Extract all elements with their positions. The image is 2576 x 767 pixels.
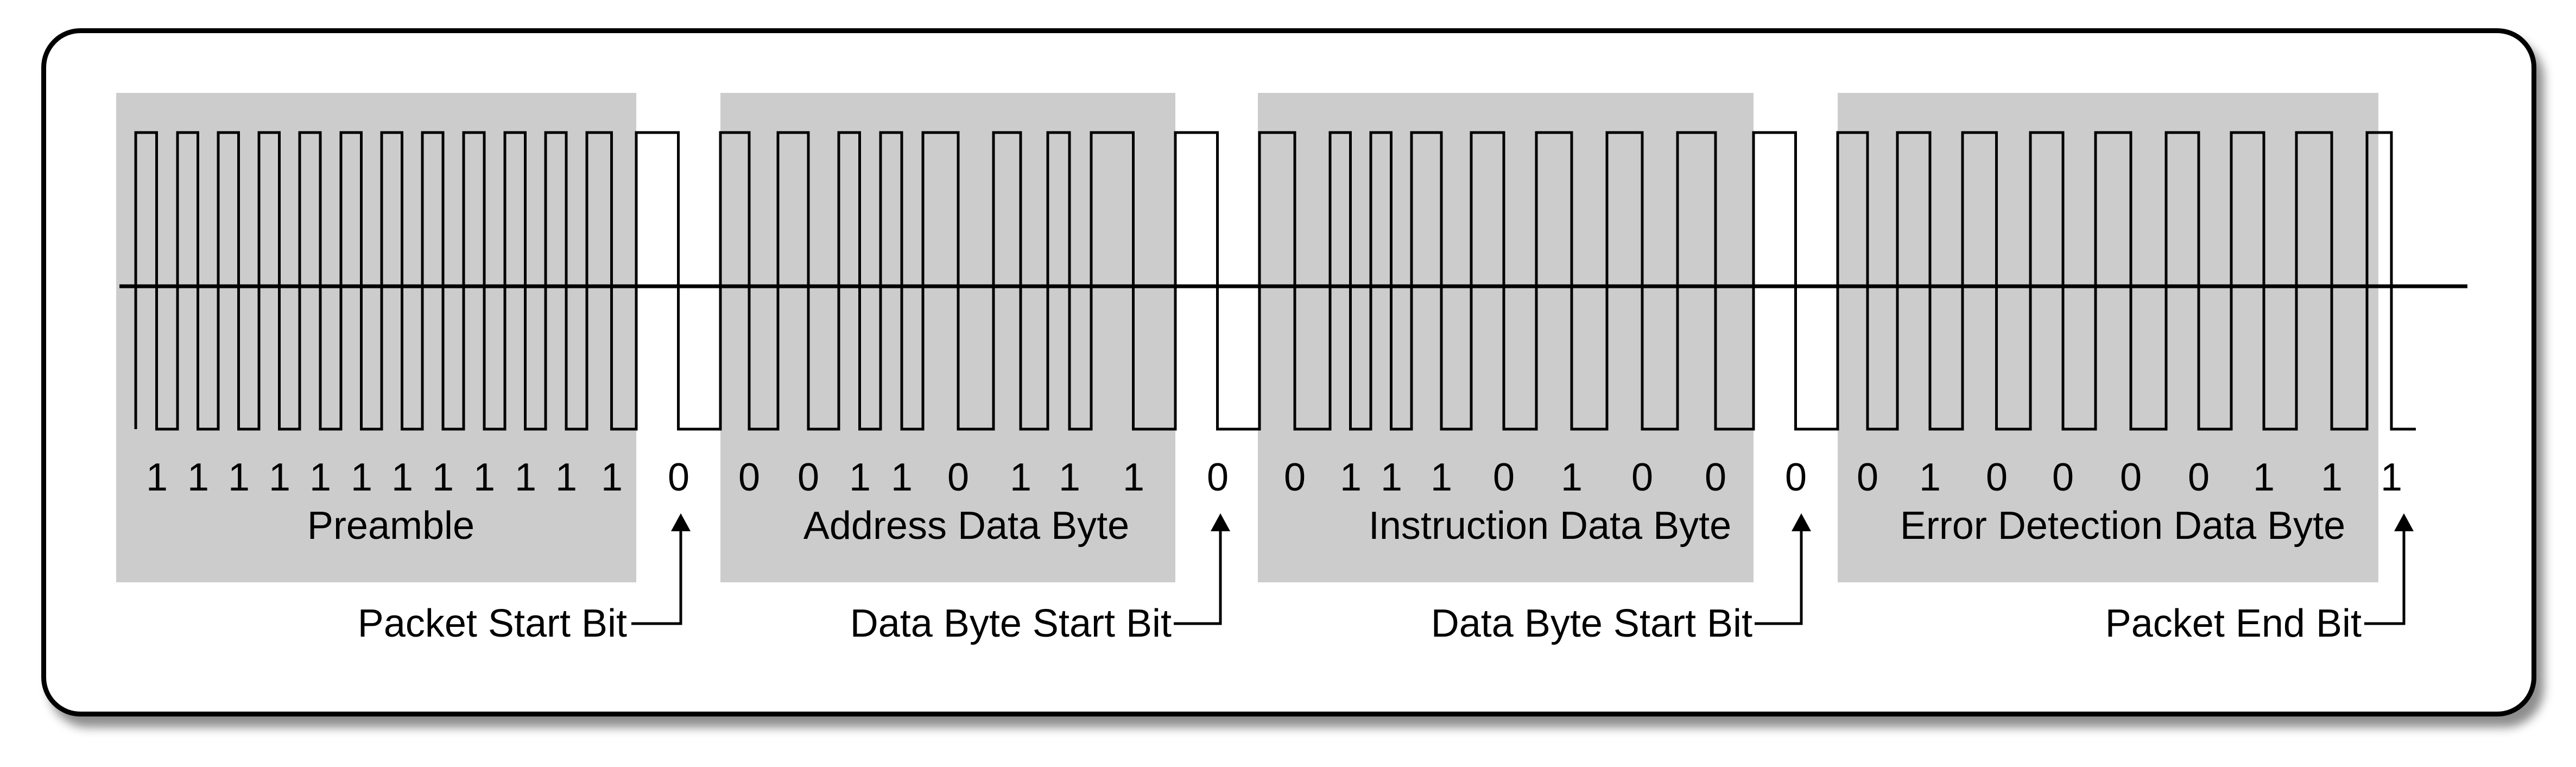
bit-label: 1: [555, 456, 577, 499]
bit-label: 0: [947, 456, 969, 499]
bit-label: 1: [146, 456, 168, 499]
address-label: Address Data Byte: [803, 504, 1129, 548]
data-start-2-label: Data Byte Start Bit: [1431, 602, 1752, 645]
bit-label: 0: [1705, 456, 1726, 499]
bit-label: 0: [1986, 456, 2008, 499]
preamble-label: Preamble: [307, 504, 474, 548]
bit-label: 1: [891, 456, 913, 499]
bit-label: 1: [228, 456, 250, 499]
bit-label: 1: [187, 456, 209, 499]
instruction-box: [1258, 93, 1754, 582]
bit-label: 0: [738, 456, 760, 499]
bit-label: 0: [1785, 456, 1807, 499]
bit-label: 1: [1340, 456, 1362, 499]
packet-start-label: Packet Start Bit: [358, 602, 627, 645]
bit-label: 1: [432, 456, 454, 499]
bit-label: 1: [849, 456, 871, 499]
bit-label: 1: [1431, 456, 1452, 499]
bit-label: 0: [1493, 456, 1515, 499]
packet-start-arrowhead: [671, 513, 691, 531]
data-start-1-label: Data Byte Start Bit: [850, 602, 1172, 645]
bit-label: 1: [1381, 456, 1402, 499]
bit-label: 1: [473, 456, 495, 499]
bit-label: 0: [1207, 456, 1229, 499]
bit-label: 1: [1919, 456, 1941, 499]
bit-label: 1: [351, 456, 372, 499]
data-start-2-arrow: [1755, 530, 1803, 625]
bit-label: 0: [2052, 456, 2074, 499]
data-start-1-arrow: [1174, 530, 1222, 625]
address-box: [720, 93, 1175, 582]
bit-label: 0: [1857, 456, 1878, 499]
bit-label: 1: [1561, 456, 1583, 499]
bit-label: 0: [1631, 456, 1653, 499]
bit-label: 1: [601, 456, 623, 499]
error-label: Error Detection Data Byte: [1900, 504, 2345, 548]
bit-label: 1: [2321, 456, 2343, 499]
packet-end-arrowhead: [2394, 513, 2414, 531]
bit-label: 0: [2120, 456, 2142, 499]
packet-end-arrow: [2364, 530, 2406, 625]
data-start-2-arrowhead: [1792, 513, 1811, 531]
bit-label: 1: [1059, 456, 1080, 499]
preamble-box: [116, 93, 636, 582]
bit-label: 1: [391, 456, 413, 499]
bit-label: 0: [2188, 456, 2210, 499]
signal-waveform: [134, 131, 2416, 431]
bit-label: 0: [798, 456, 819, 499]
instruction-label: Instruction Data Byte: [1369, 504, 1731, 548]
error-box: [1838, 93, 2378, 582]
packet-start-arrow: [631, 530, 682, 625]
bit-label: 1: [269, 456, 290, 499]
data-start-1-arrowhead: [1211, 513, 1230, 531]
bit-label: 0: [1284, 456, 1306, 499]
bit-label: 1: [309, 456, 331, 499]
bit-label: 1: [2381, 456, 2402, 499]
packet-end-label: Packet End Bit: [2105, 602, 2362, 645]
bit-label: 1: [515, 456, 536, 499]
bit-label: 1: [1123, 456, 1144, 499]
bit-label: 1: [1010, 456, 1031, 499]
bit-label: 1: [2253, 456, 2275, 499]
bit-label: 0: [668, 456, 689, 499]
